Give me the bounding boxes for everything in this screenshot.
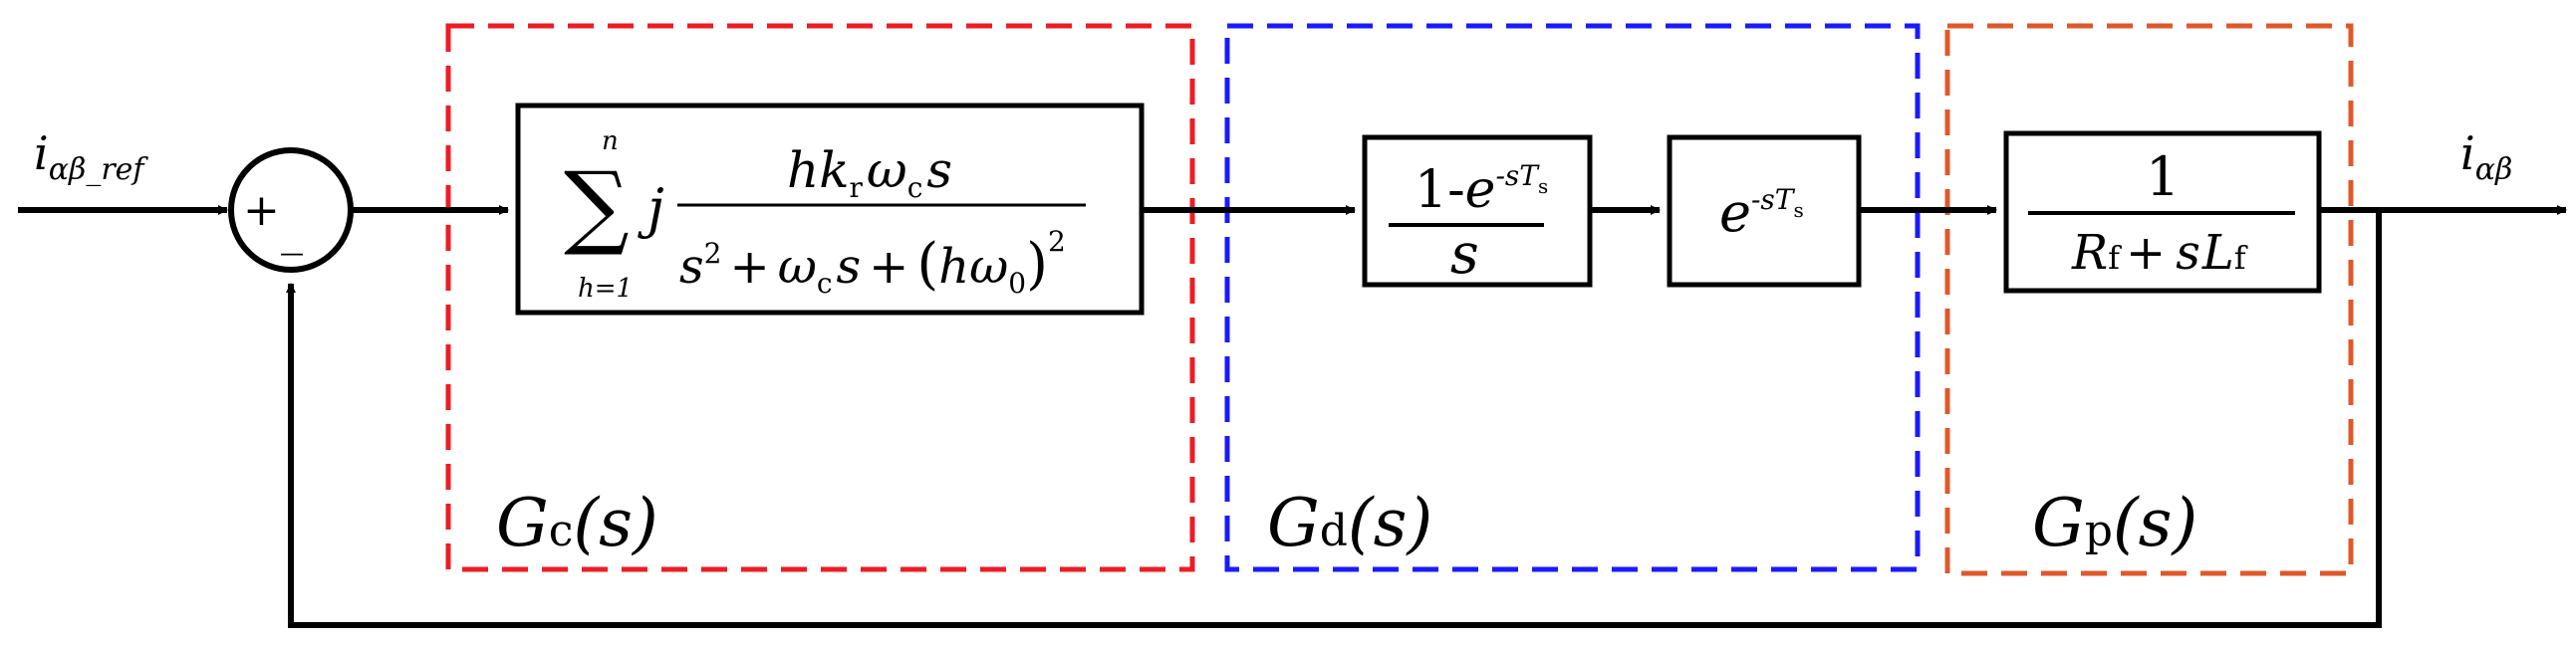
delay-expression: e-sTs [1719, 181, 1804, 244]
controller-dashed-box [445, 23, 1195, 572]
sum-lower-limit: h=1 [578, 274, 633, 304]
delay-block [1667, 134, 1862, 288]
controller-block [515, 103, 1145, 316]
output-label: iαβ [2460, 126, 2512, 187]
zoh-denominator: s [1450, 222, 1479, 287]
plant-label: Gp(s) [2032, 485, 2197, 561]
feedback-line [286, 210, 2382, 628]
delay-label: Gd(s) [1267, 485, 1432, 561]
delay-dashed-box [1224, 23, 1921, 572]
input-label: iαβ_ref [34, 126, 148, 187]
sum-upper-limit: n [602, 126, 619, 156]
sum-plus-sign: + [243, 185, 280, 236]
controller-denominator: s2+ωcs+(hω0)2 [679, 225, 1066, 300]
plant-denominator: Rf+sLf [2071, 225, 2248, 281]
zoh-numerator: 1-e-sTs [1415, 159, 1548, 220]
controller-numerator: hkrωcs [787, 141, 952, 204]
plant-dashed-box [1944, 23, 2354, 576]
sum-minus-sign: _ [281, 205, 303, 256]
sum-symbol: ∑ [564, 152, 630, 259]
controller-label: Gc(s) [496, 485, 658, 561]
zoh-block [1362, 134, 1593, 288]
plant-numerator: 1 [2146, 145, 2180, 208]
